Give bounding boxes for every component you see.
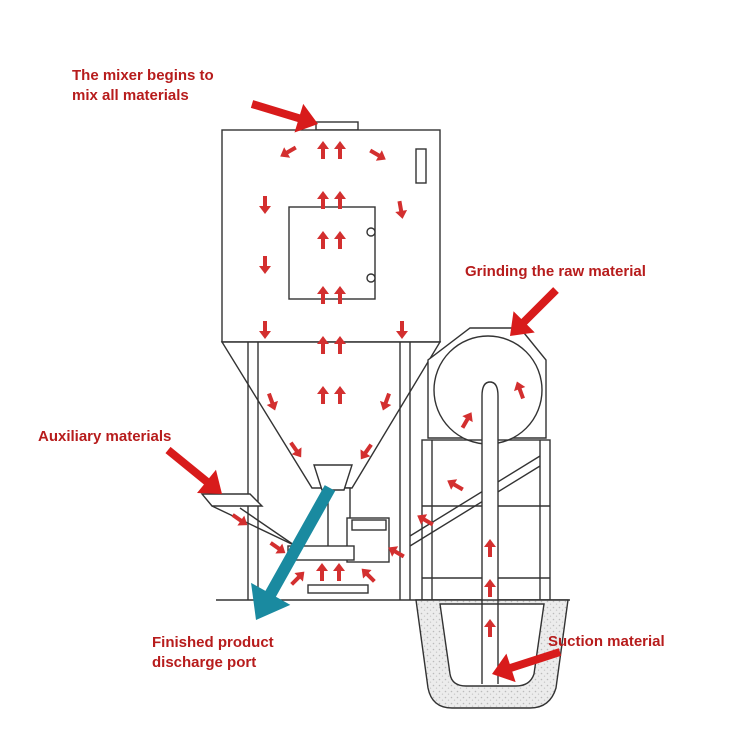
mixer-start-label: The mixer begins to mix all materials xyxy=(72,66,214,106)
flow-arrow-bottom xyxy=(447,479,464,492)
flow-arrow-up xyxy=(334,386,346,404)
flow-arrow-up xyxy=(317,231,329,249)
flow-arrow-suction xyxy=(484,539,496,557)
flow-arrow-up xyxy=(317,386,329,404)
flow-arrow-bottom xyxy=(333,563,345,581)
flow-arrow-up xyxy=(334,231,346,249)
flow-arrow-down xyxy=(395,200,408,219)
auxiliary-materials-label: Auxiliary materials xyxy=(38,428,172,445)
mixer-cone xyxy=(220,341,442,489)
inspection-door xyxy=(288,206,376,300)
screw-housing xyxy=(313,464,353,491)
flow-arrow-grinder xyxy=(460,412,473,429)
suction-pointer-arrow xyxy=(491,648,562,683)
flow-arrow-down xyxy=(259,196,271,214)
suction-material-label: Suction material xyxy=(548,633,665,650)
discharge-port-label-line2: discharge port xyxy=(152,654,257,671)
auxiliary-hopper xyxy=(200,493,264,507)
flow-arrow-up xyxy=(334,286,346,304)
discharge-port-label: Finished product discharge port xyxy=(152,633,274,673)
flow-arrow-down xyxy=(266,392,278,411)
level-window xyxy=(415,148,427,184)
flow-arrow-up xyxy=(317,286,329,304)
discharge-port-label-line1: Finished product xyxy=(152,634,274,651)
flow-arrow-curve xyxy=(369,148,386,161)
flow-arrow-down xyxy=(259,256,271,274)
auxiliary-pointer-arrow xyxy=(165,446,223,494)
flow-arrow-bottom xyxy=(417,514,434,527)
flow-arrow-curve xyxy=(280,145,297,158)
flow-arrow-up xyxy=(317,141,329,159)
mixer-start-label-line2: mix all materials xyxy=(72,87,189,104)
flow-arrow-down xyxy=(259,321,271,339)
flow-arrow-bottom xyxy=(388,546,405,559)
material-flow-arrows xyxy=(231,141,526,637)
flow-arrow-down xyxy=(380,392,392,411)
flow-arrow-up xyxy=(334,141,346,159)
flow-arrow-suction xyxy=(484,619,496,637)
flow-arrow-up xyxy=(334,191,346,209)
flow-arrow-down xyxy=(289,441,302,458)
grinding-pointer-arrow xyxy=(510,287,559,336)
flow-arrow-bottom xyxy=(316,563,328,581)
mixer-body xyxy=(200,121,570,601)
motor-box xyxy=(346,517,390,563)
flow-arrow-grinder xyxy=(514,381,526,400)
mixer-start-label-line1: The mixer begins to xyxy=(72,67,214,84)
grinder-body xyxy=(409,327,569,709)
flow-arrow-chute xyxy=(269,541,286,554)
top-inlet xyxy=(315,121,359,131)
flow-arrow-down xyxy=(396,321,408,339)
flow-arrow-up xyxy=(317,191,329,209)
flow-arrow-chute xyxy=(231,513,248,526)
flow-arrow-up xyxy=(317,336,329,354)
discharge-pointer-arrow xyxy=(251,485,336,620)
flow-arrow-bottom xyxy=(361,568,376,583)
flow-arrow-down xyxy=(360,443,373,460)
pointer-arrows xyxy=(165,100,562,683)
door-hinge-top xyxy=(366,227,376,237)
door-hinge-bottom xyxy=(366,273,376,283)
flow-arrow-suction xyxy=(484,579,496,597)
flow-arrow-bottom xyxy=(290,571,305,586)
flow-arrow-up xyxy=(334,336,346,354)
mixer-start-pointer-arrow xyxy=(250,100,319,133)
grinding-label: Grinding the raw material xyxy=(465,263,646,280)
